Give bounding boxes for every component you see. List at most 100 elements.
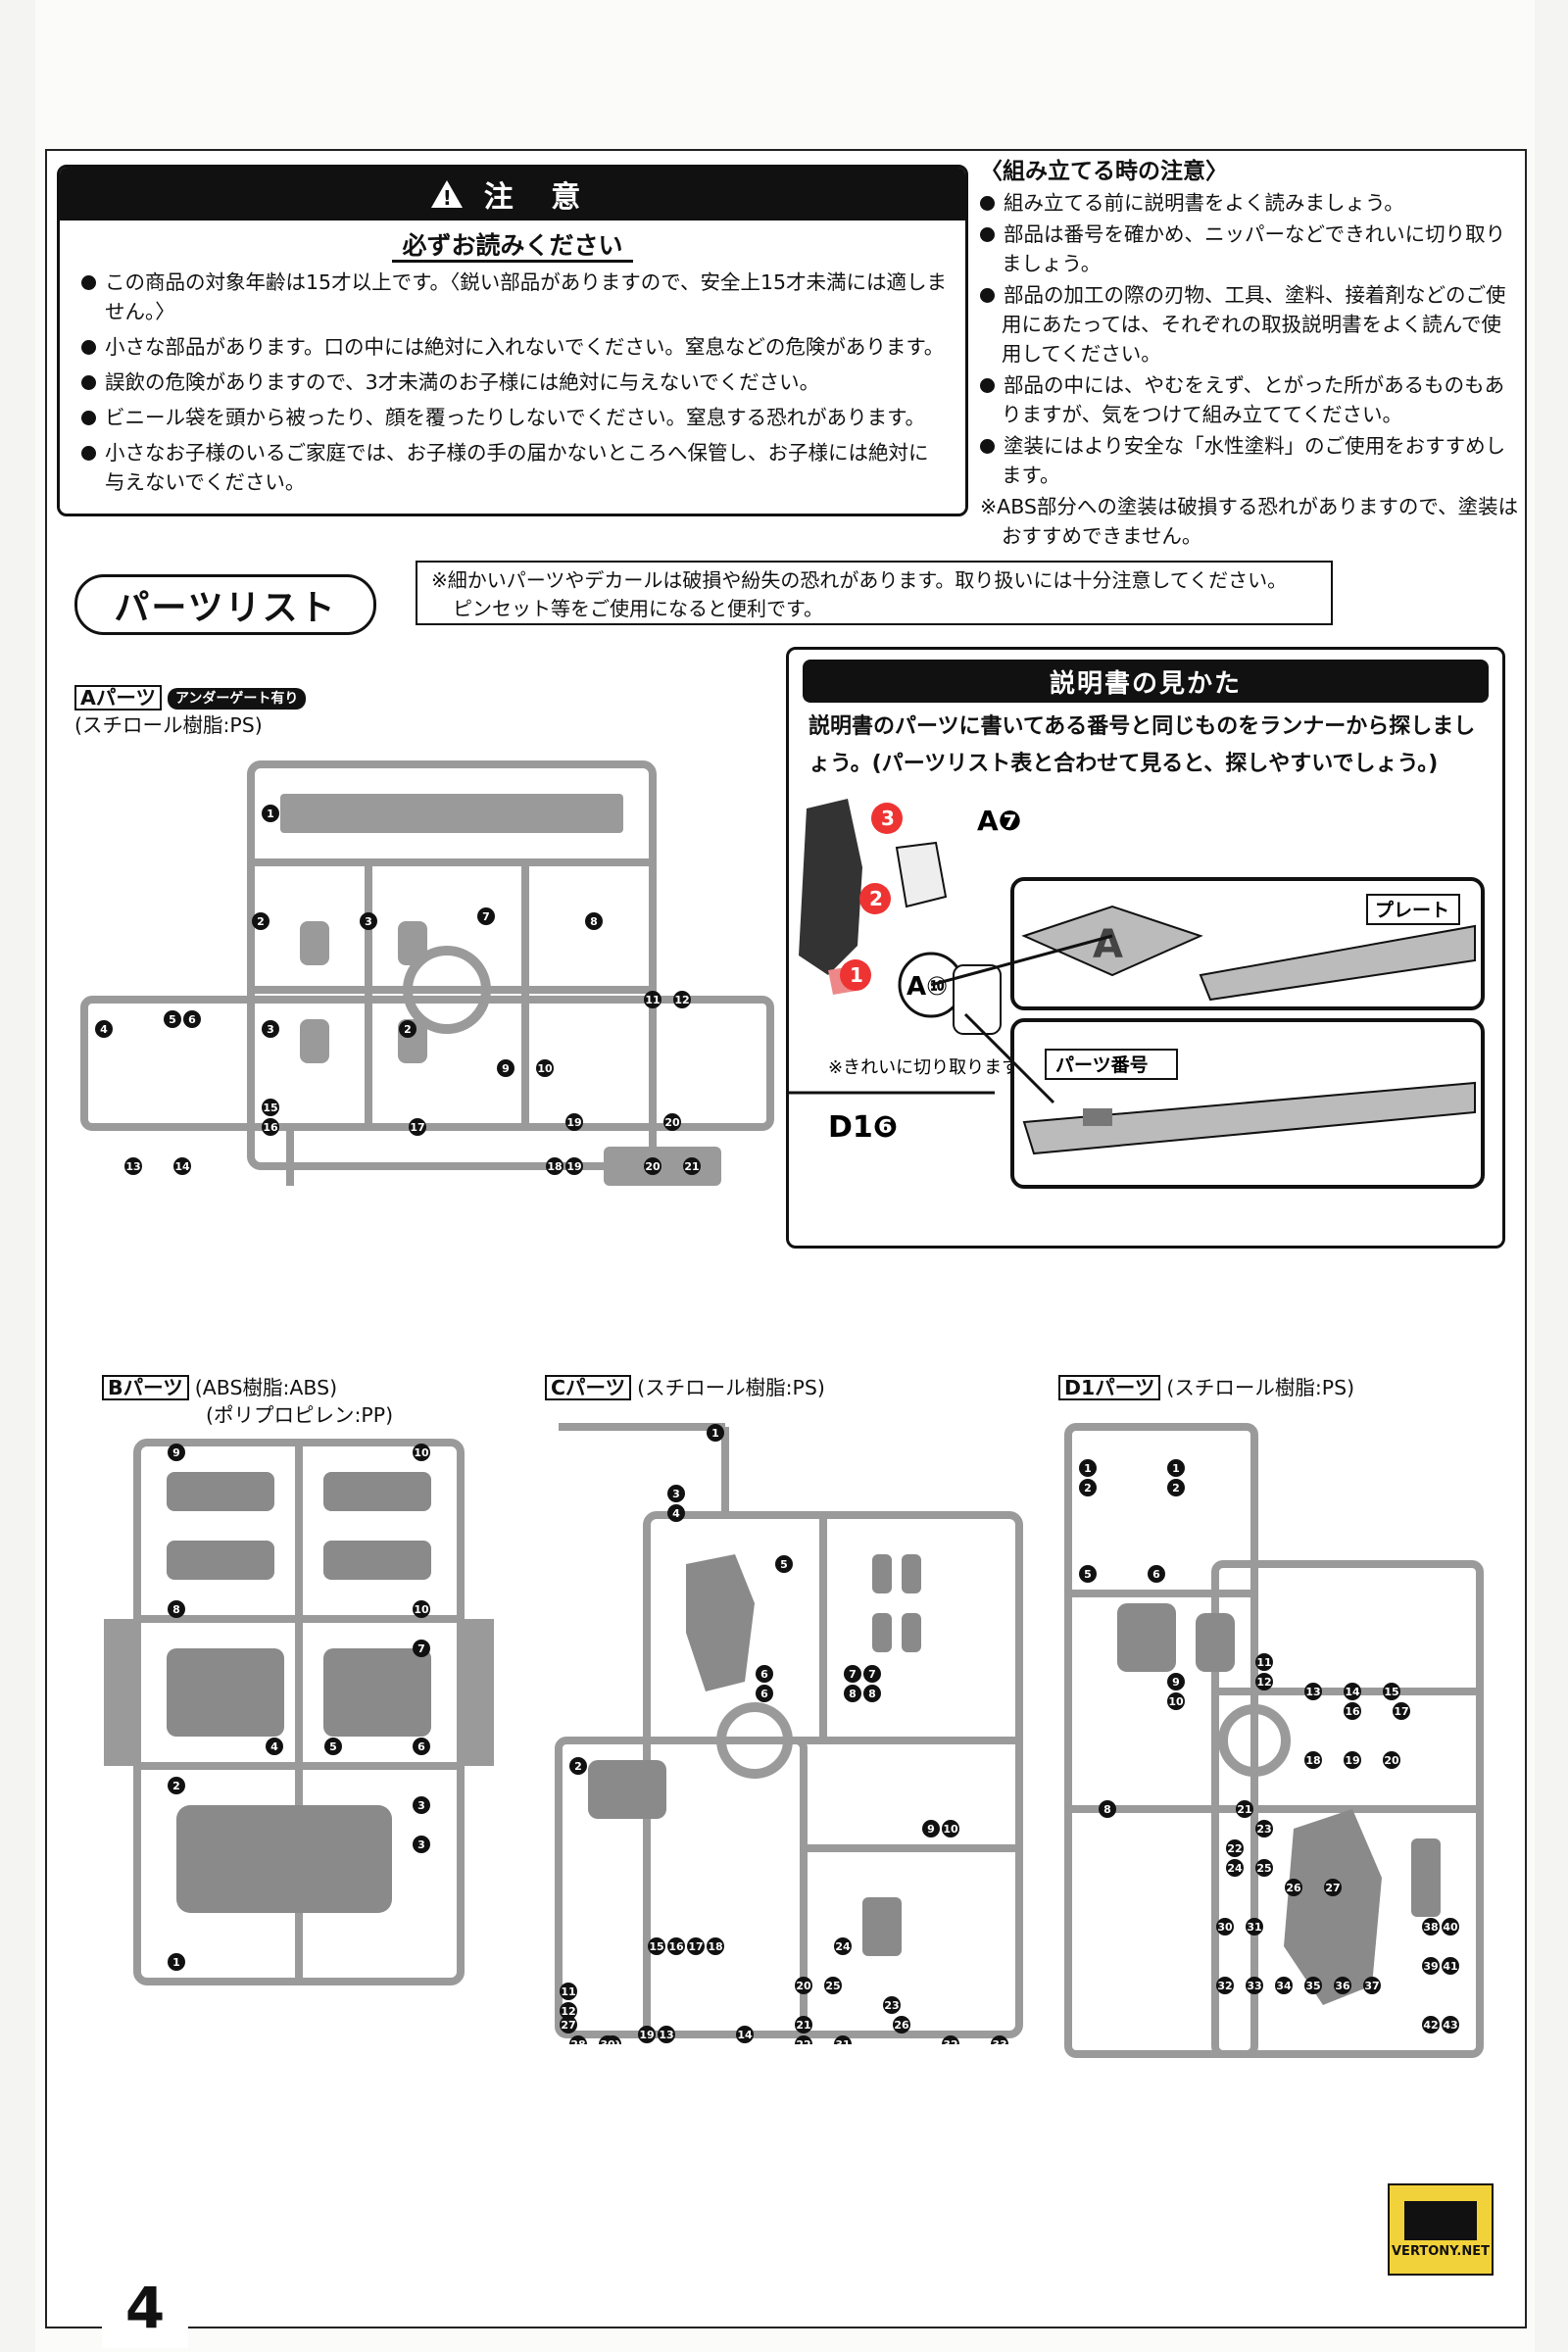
part-number-label: 2 [1172,1482,1180,1494]
how-to-read-text: 説明書のパーツに書いてある番号と同じものをランナーから探しましょう。(パーツリス… [808,714,1476,776]
part-number-label: 17 [1394,1705,1408,1718]
bullet-icon [980,288,995,303]
assembly-notes: 〈組み立てる時の注意〉 組み立てる前に説明書をよく読みましょう。 部品は番号を確… [980,157,1519,553]
part-number-marker [922,1820,940,1838]
part-number-marker [1099,1800,1116,1818]
part-number-marker [834,2035,852,2044]
cut-detail-icon [953,964,1002,1035]
part-number-label: 41 [1443,1960,1457,1973]
part-number-label: 27 [1325,1882,1340,1894]
part-number-label: 35 [1305,1980,1320,1992]
warning-item: 小さな部品があります。口の中には絶対に入れないでください。窒息などの危険がありま… [81,332,948,362]
part-number-label: 19 [1345,1754,1359,1767]
part-number-label: 16 [263,1121,278,1134]
part-number-marker [667,1937,685,1955]
part-number-label: 33 [992,2038,1006,2044]
part-number-label: 7 [417,1642,425,1655]
runner-b-material-1: (ABS樹脂:ABS) [194,1376,338,1399]
part-number-marker [1442,1918,1459,1936]
runner-d1-label: D1パーツ(スチロール樹脂:PS) [1058,1374,1354,1401]
part-number-label: 23 [1256,1823,1271,1836]
part-number-label: 14 [174,1160,190,1173]
part-number-label: 5 [1084,1568,1092,1581]
part-number-marker [168,1600,185,1618]
part-number-marker [413,1796,430,1814]
part-number-label: 8 [1103,1803,1111,1816]
part-number-label: 6 [1152,1568,1160,1581]
part-number-marker [95,1020,113,1038]
note-item: 部品の加工の際の刃物、工具、塗料、接着剤などのご使用にあたっては、それぞれの取扱… [980,280,1519,368]
part-number-label: 1 [267,808,274,820]
parts-list-title: パーツリスト [74,574,376,635]
part-number-label: 13 [125,1160,140,1173]
runner-c: 1345667788291015161718241112192025282913… [555,1423,1023,2044]
part-number-marker [683,1157,701,1175]
part-number-marker [1383,1683,1400,1700]
part-number-marker [795,1977,812,1994]
note-item: 塗装にはより安全な「水性塗料」のご使用をおすすめします。 [980,431,1519,490]
step-1-marker: 1 [840,959,871,991]
part-number-marker [1285,1879,1302,1896]
plate-shape [1021,905,1203,977]
part-number-label: 2 [574,1760,582,1773]
part-number-label: 3 [417,1799,425,1812]
part-number-label: 1 [1172,1462,1180,1475]
part-number-marker [775,1555,793,1573]
part-number-label: 19 [566,1160,581,1173]
runner-b-material-2: (ポリプロピレン:PP) [206,1403,394,1427]
part-number-marker [124,1157,142,1175]
part-number-marker [795,2035,812,2044]
part-number-label: 20 [645,1160,661,1173]
part-number-label: 15 [1384,1686,1398,1698]
part-number-label: 4 [270,1740,278,1753]
note-item: 部品は番号を確かめ、ニッパーなどできれいに切り取りましょう。 [980,220,1519,278]
part-number-label: 12 [674,994,689,1006]
part-number-label: 6 [760,1688,768,1700]
part-number-label: 26 [1286,1882,1301,1894]
part-number-label: 13 [659,2029,673,2041]
part-number-marker [756,1685,773,1702]
part-number-marker [795,2016,812,2034]
runner-a-label: Aパーツアンダーゲート有り (スチロール樹脂:PS) [74,684,307,739]
part-number-label: 31 [1247,1921,1261,1934]
part-number-label: 3 [267,1023,274,1036]
part-number-marker [262,805,279,822]
part-number-marker [883,1996,901,2014]
part-number-label: 4 [672,1507,680,1520]
part-number-label: 19 [566,1116,581,1129]
part-number-label: 1 [711,1427,719,1440]
part-number-marker [844,1665,861,1683]
part-number-label: 11 [561,1985,575,1998]
part-number-marker [1216,1977,1234,1994]
part-number-marker [1304,1977,1322,1994]
part-number-marker [1246,1977,1263,1994]
part-number-marker [1167,1459,1185,1477]
part-number-label: 15 [263,1102,277,1114]
part-number-marker [413,1836,430,1853]
part-number-label: 28 [570,2038,585,2044]
part-number-marker [1304,1751,1322,1769]
part-number-marker [893,2016,910,2034]
part-number-marker [168,1953,185,1971]
part-number-marker [183,1010,201,1028]
part-number-label: 8 [868,1688,876,1700]
part-number-marker [360,912,377,930]
part-number-marker [1422,2016,1440,2034]
parts-list-note: ※細かいパーツやデカールは破損や紛失の恐れがあります。取り扱いには十分注意してく… [416,561,1333,625]
part-number-marker [413,1738,430,1755]
part-number-label: 30 [600,2038,615,2044]
part-number-marker [1246,1918,1263,1936]
part-number-marker [569,2035,587,2044]
warning-subtitle: 必ずお読みください [392,231,633,263]
part-number-marker [863,1665,881,1683]
warning-item: 小さなお子様のいるご家庭では、お子様の手の届かないところへ保管し、お子様には絶対… [81,438,948,497]
step-label: A❼ [977,805,1021,837]
part-number-marker [1304,1683,1322,1700]
part-number-label: 25 [825,1980,840,1992]
bullet-icon [81,275,96,290]
part-number-label: 33 [1247,1980,1261,1992]
part-number-marker [834,1937,852,1955]
part-number-marker [991,2035,1008,2044]
